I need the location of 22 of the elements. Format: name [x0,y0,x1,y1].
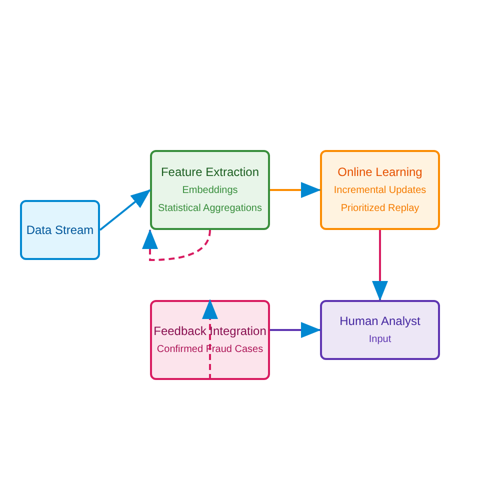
arrow [372,230,388,301]
box-detail: Confirmed Fraud Cases [156,344,264,356]
box-title: Human Analyst [340,314,420,329]
process-box [320,150,440,230]
process-box [150,150,270,230]
arrow [99,189,151,231]
box-detail: Statistical Aggregations [158,202,262,215]
arrow [270,182,321,198]
arrow [270,322,321,338]
process-box [320,300,440,360]
process-box [20,200,100,260]
box-detail: Prioritized Replay [340,202,420,215]
arrow [202,299,218,380]
box-title: Data Stream [26,222,94,238]
box-title: Feature Extraction [160,165,260,180]
box-detail: Embeddings [182,185,238,198]
arrow [142,229,211,261]
box-title: Feedback Integration [154,324,266,339]
box-detail: Incremental Updates [334,185,426,198]
box-title: Online Learning [338,165,422,180]
box-detail: Input [368,334,392,346]
process-box [150,300,270,380]
